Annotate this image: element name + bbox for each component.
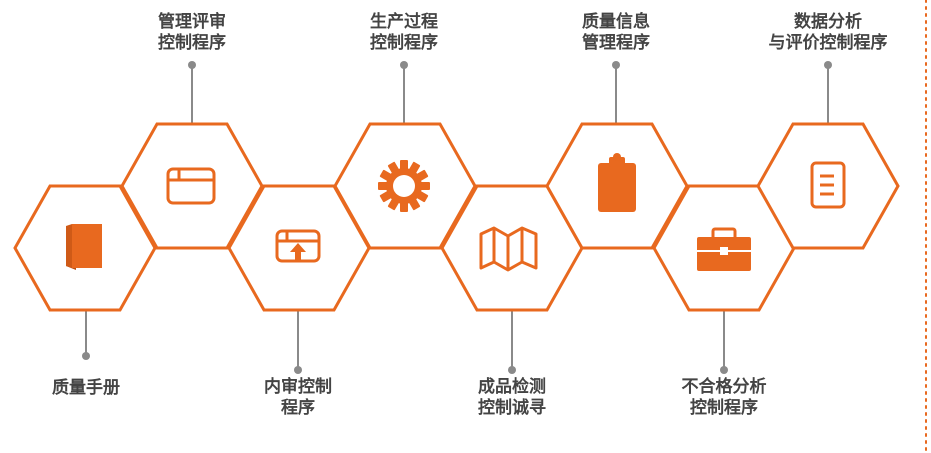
document-icon (810, 161, 846, 209)
connectors (82, 61, 832, 374)
connector-dot (612, 61, 620, 69)
connector-dot (508, 366, 516, 374)
label-production-process: 生产过程 控制程序 (370, 12, 438, 53)
connector-dot (400, 61, 408, 69)
connector-dot (720, 366, 728, 374)
label-internal-audit: 内审控制 程序 (264, 377, 332, 418)
label-nonconformance-analysis: 不合格分析 控制程序 (681, 377, 767, 418)
hex-management-review (120, 122, 264, 250)
label-data-analysis: 数据分析 与评价控制程序 (768, 12, 888, 53)
upload-window-icon (275, 229, 321, 263)
gear-icon (378, 160, 430, 212)
connector-dot (188, 61, 196, 69)
book-icon (66, 224, 102, 270)
clipboard-icon (598, 153, 636, 212)
connector-dot (82, 352, 90, 360)
browser-window-icon (166, 167, 216, 205)
connector-dot (824, 61, 832, 69)
label-management-review: 管理评审 控制程序 (158, 12, 226, 53)
map-icon (479, 226, 538, 272)
connector-dot (294, 366, 302, 374)
label-quality-info: 质量信息 管理程序 (582, 12, 650, 53)
hexagons (13, 122, 900, 312)
label-product-inspection: 成品检测 控制诚寻 (478, 377, 546, 418)
briefcase-icon (697, 227, 751, 271)
label-quality-manual: 质量手册 (52, 378, 120, 398)
